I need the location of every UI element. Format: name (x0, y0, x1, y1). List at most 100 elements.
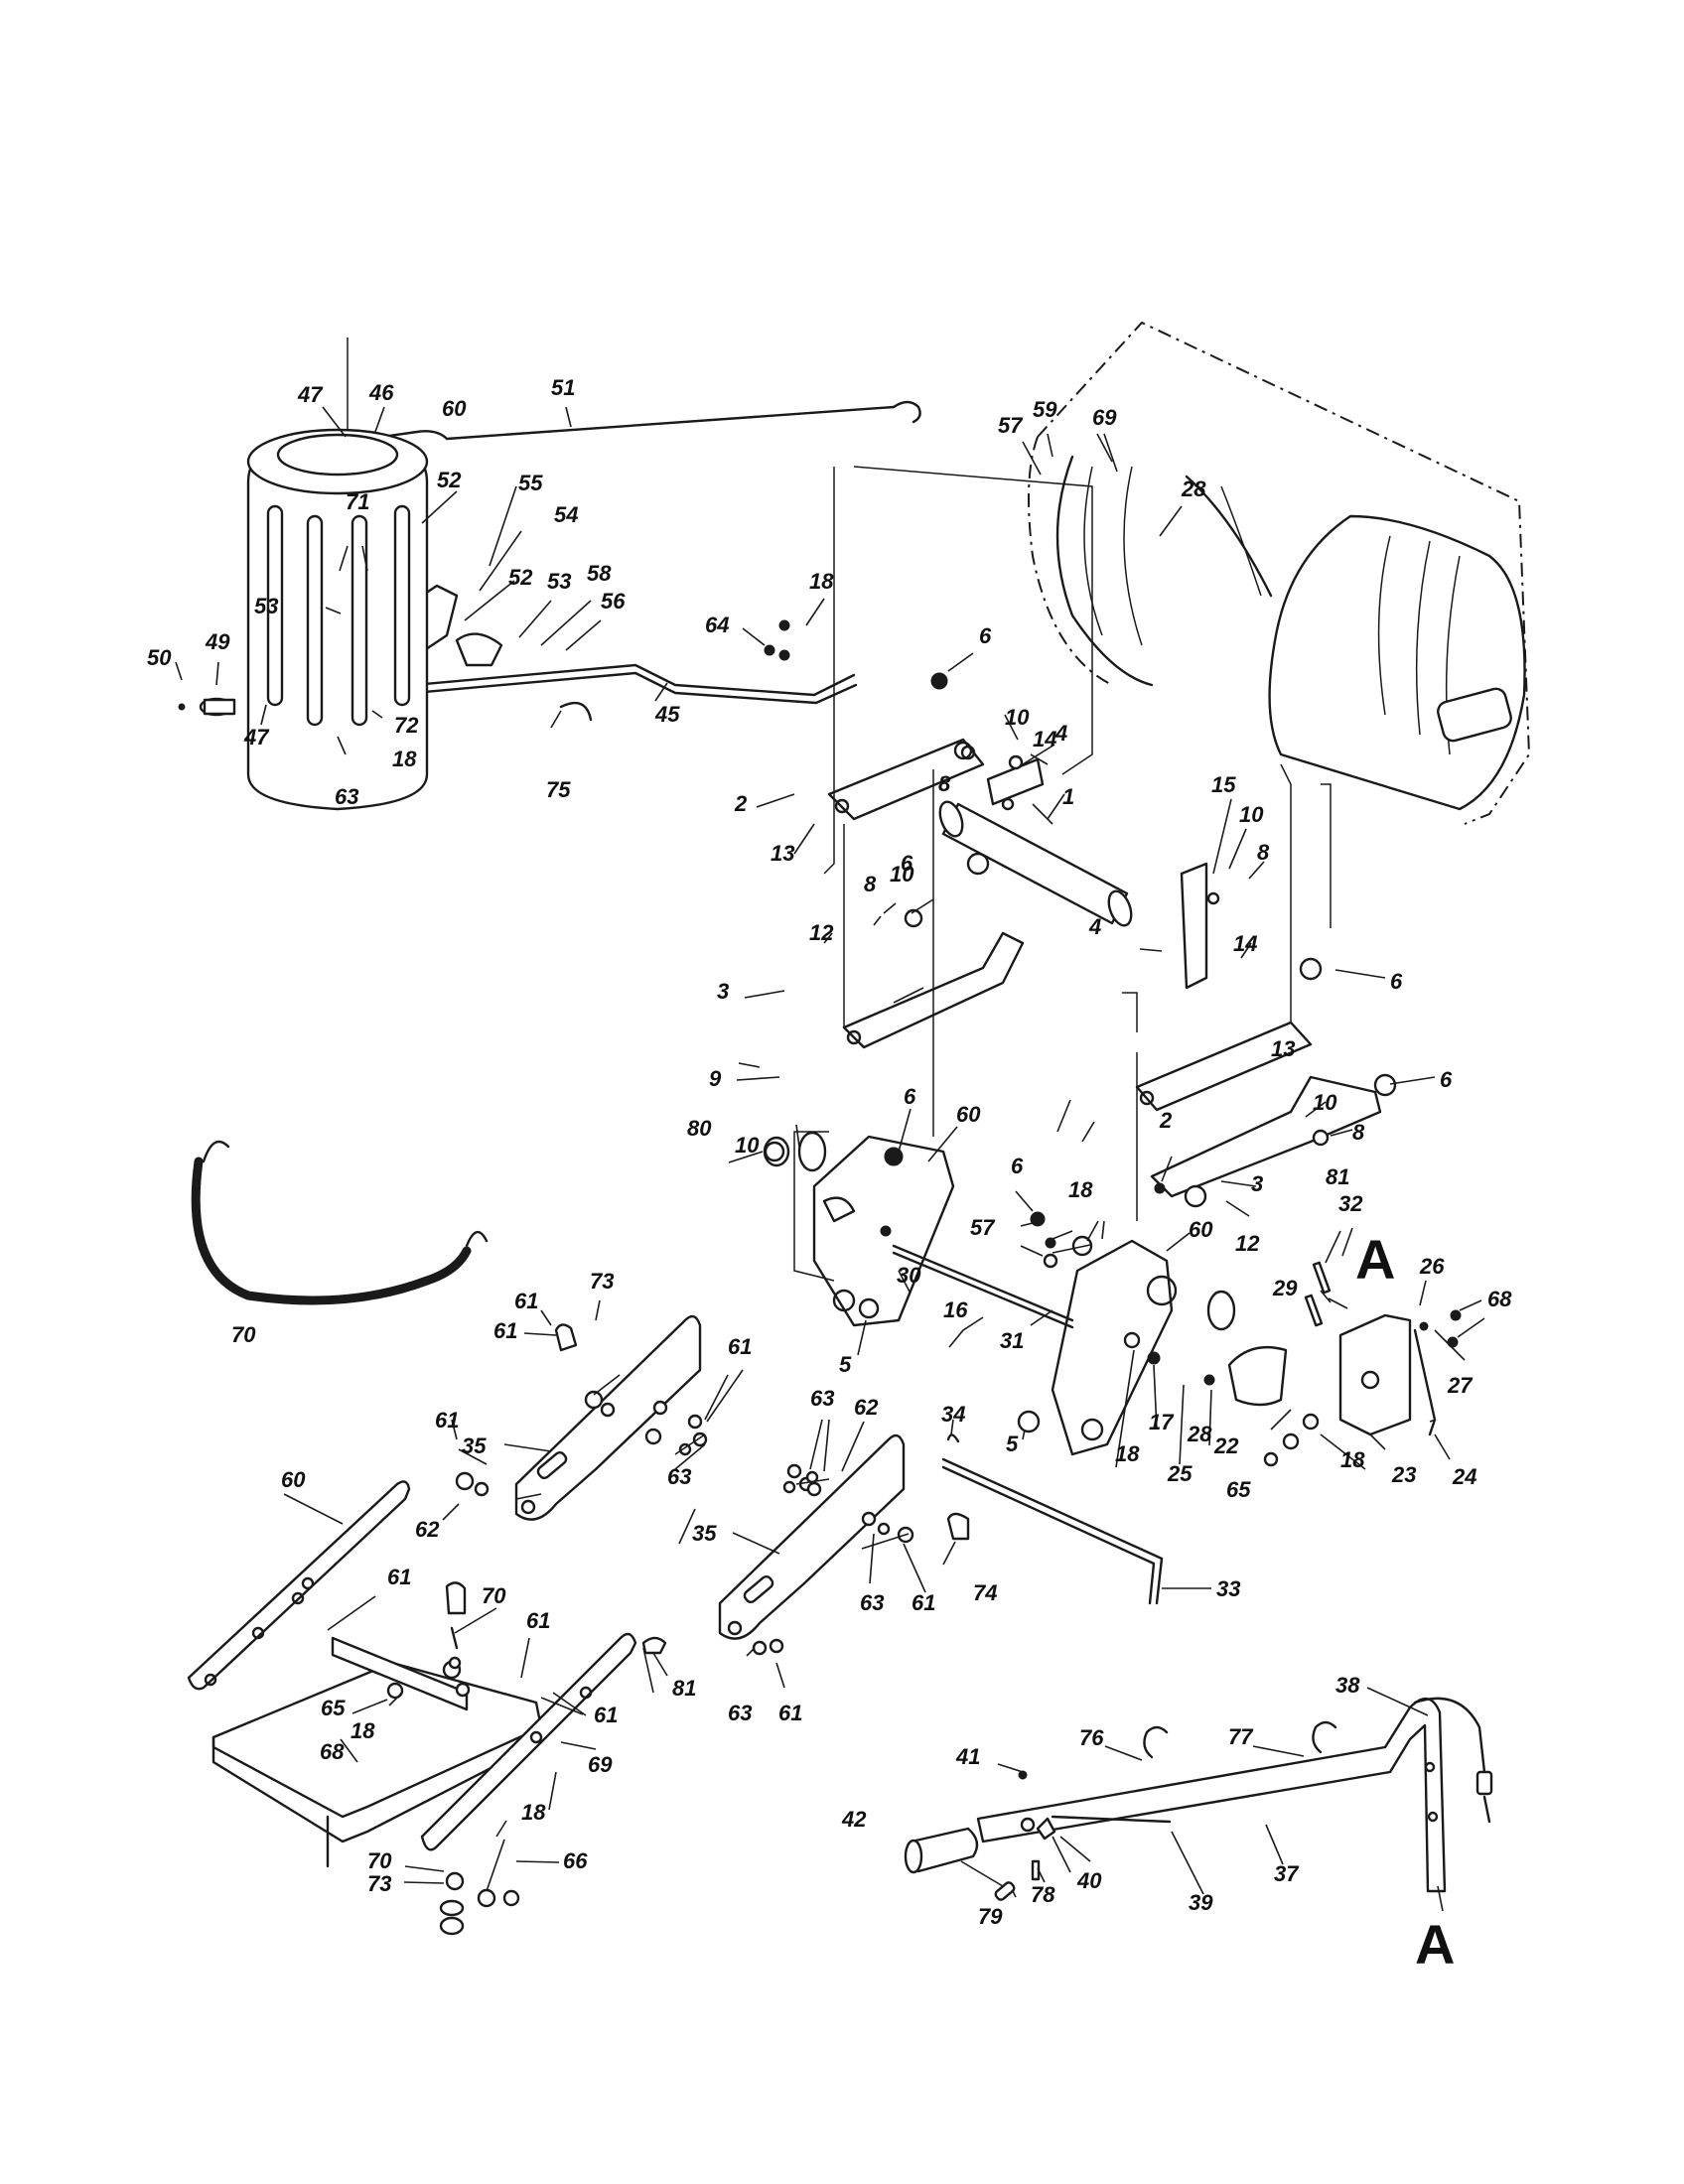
reference-mark-a: A (1415, 1913, 1455, 1976)
auger-housing (1028, 321, 1531, 825)
callout-leaders (175, 406, 1485, 1912)
callout-15: 15 (1211, 772, 1236, 797)
callout-18: 18 (521, 1800, 546, 1825)
callout-5: 5 (839, 1352, 852, 1377)
callout-41: 47 (297, 382, 324, 407)
callout-77: 80 (687, 1116, 712, 1141)
callout-60: 61 (435, 1408, 459, 1433)
callout-40: 46 (368, 380, 394, 405)
callout-62: 63 (667, 1464, 691, 1489)
callout-36: 40 (1076, 1868, 1102, 1893)
callout-60: 61 (514, 1289, 538, 1313)
callout-14: 14 (1233, 931, 1257, 956)
callout-60: 61 (778, 1701, 802, 1725)
callout-63: 65 (321, 1696, 346, 1720)
callout-61: 61 (728, 1334, 752, 1359)
callout-13: 13 (1271, 1036, 1295, 1061)
container-and-bungee (191, 428, 489, 1305)
callout-61: 63 (860, 1590, 884, 1615)
callout-4: 4 (1054, 721, 1067, 746)
callout-25: 28 (1187, 1422, 1212, 1446)
callout-66: 70 (482, 1583, 506, 1608)
callout-21: 24 (1452, 1464, 1476, 1489)
callout-9: 9 (709, 1066, 722, 1091)
callout-52: 56 (601, 589, 626, 614)
callout-35: 38 (1335, 1673, 1360, 1698)
callout-55: 60 (1189, 1217, 1213, 1242)
callout-47: 52 (437, 468, 462, 492)
callout-61: 62 (854, 1395, 879, 1420)
callout-10: 10 (890, 862, 914, 887)
callout-18: 18 (1068, 1177, 1093, 1202)
callout-52: 57 (998, 413, 1024, 438)
callout-29: 32 (1338, 1191, 1363, 1216)
skid-assembly (187, 1480, 667, 1936)
callout-8: 8 (938, 771, 951, 796)
callout-70: 71 (346, 489, 369, 514)
callout-65: 69 (588, 1752, 613, 1777)
callout-34: 37 (1274, 1861, 1300, 1886)
callout-35: 39 (1189, 1890, 1213, 1915)
callout-10: 10 (1005, 705, 1030, 730)
callout-71: 72 (394, 713, 419, 738)
callout-53: 58 (587, 561, 612, 586)
callout-48: 53 (254, 594, 278, 618)
callout-3: 3 (1251, 1171, 1263, 1196)
callout-12: 10 (735, 1133, 760, 1158)
callout-65: 68 (320, 1739, 345, 1764)
callout-8: 8 (1257, 840, 1270, 865)
callout-68: 69 (1092, 405, 1117, 430)
callout-61: 61 (493, 1318, 517, 1343)
callout-8: 8 (1352, 1120, 1365, 1145)
callout-13: 12 (809, 920, 834, 945)
callout-16: 16 (943, 1297, 968, 1322)
callout-45: 51 (551, 375, 575, 400)
callout-28: 30 (897, 1263, 921, 1288)
callout-2: 2 (734, 791, 748, 816)
callout-27: 29 (1272, 1276, 1298, 1300)
callout-64: 68 (1487, 1287, 1512, 1311)
callout-30: 33 (1216, 1576, 1240, 1601)
callout-6: 6 (1390, 969, 1403, 994)
callout-20: 23 (1391, 1462, 1416, 1487)
callout-18: 18 (809, 569, 834, 594)
callout-4: 4 (1088, 914, 1101, 939)
callout-57: 61 (594, 1703, 618, 1727)
reference-mark-a: A (1355, 1228, 1395, 1291)
callout-6: 6 (904, 1084, 916, 1109)
callout-61: 63 (728, 1701, 752, 1725)
callout-59: 61 (526, 1608, 550, 1633)
callout-56: 60 (442, 396, 467, 421)
callout-60: 61 (912, 1590, 935, 1615)
callout-8: 8 (864, 872, 877, 896)
callout-63: 66 (563, 1848, 588, 1873)
callout-43: 50 (147, 645, 172, 670)
callout-73: 73 (590, 1269, 614, 1294)
callout-46: 52 (508, 565, 533, 590)
callout-6: 6 (1011, 1154, 1024, 1178)
callout-3: 3 (717, 979, 729, 1004)
lower-brackets (455, 1314, 970, 1656)
callout-6: 6 (1440, 1067, 1453, 1092)
callout-58: 61 (387, 1565, 411, 1589)
callout-12: 12 (1235, 1231, 1260, 1256)
callout-23: 26 (1419, 1254, 1445, 1279)
callout-1: 1 (1062, 784, 1074, 809)
callout-26: 28 (1181, 477, 1206, 501)
callout-72: 73 (367, 1871, 391, 1896)
callout-50: 54 (554, 502, 578, 527)
callout-63: 64 (705, 613, 729, 637)
callout-74: 75 (546, 777, 571, 802)
callout-49: 53 (547, 569, 571, 594)
callout-6: 6 (901, 851, 913, 876)
callout-10: 10 (1239, 802, 1264, 827)
callout-37: 41 (955, 1744, 980, 1769)
callout-63: 63 (335, 784, 358, 809)
callout-32: 35 (692, 1521, 717, 1546)
callout-39: 45 (654, 702, 680, 727)
callout-54: 60 (956, 1102, 981, 1127)
lift-linkage-assembly (763, 466, 1462, 1605)
callout-6: 6 (979, 623, 992, 648)
callout-74: 77 (1228, 1724, 1254, 1749)
callout-61: 62 (415, 1517, 440, 1542)
